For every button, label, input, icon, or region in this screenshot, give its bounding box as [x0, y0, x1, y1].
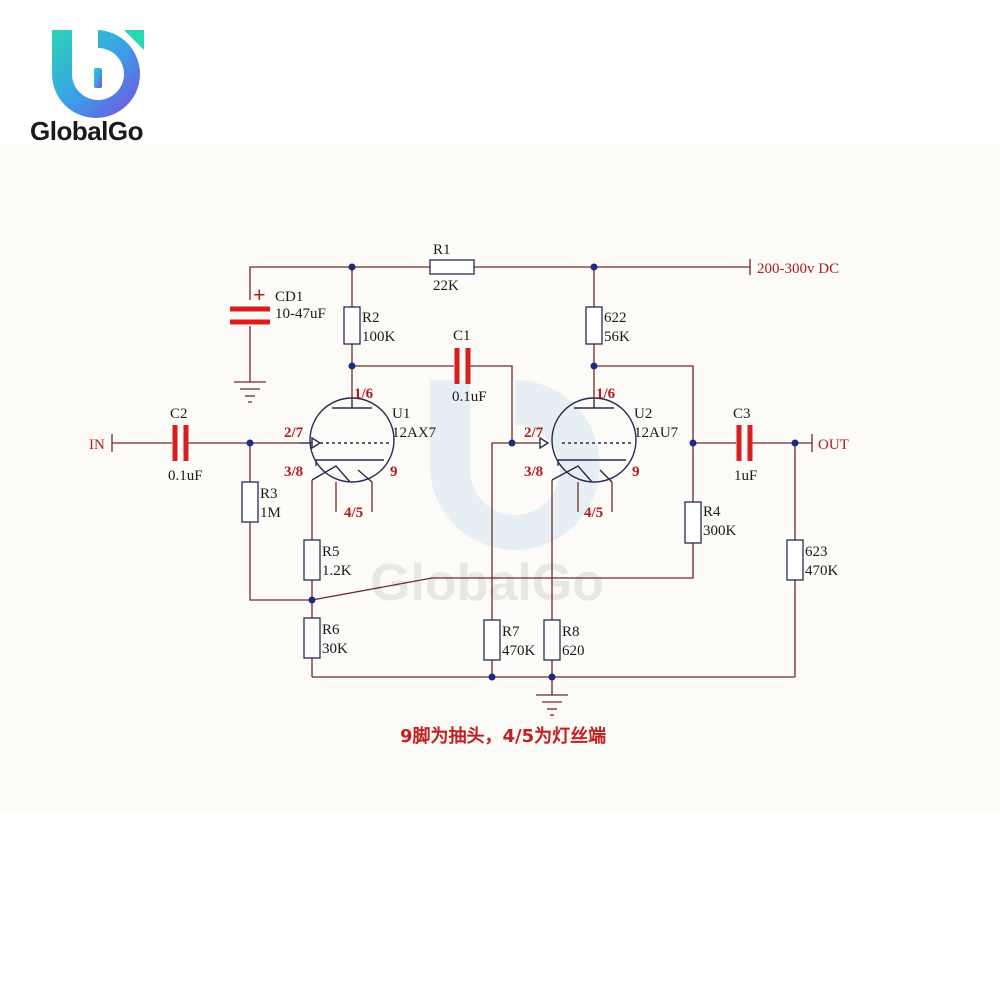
cd1-value: 10-47uF: [275, 306, 326, 322]
resistor-r5: [303, 539, 321, 581]
capacitor-c2: [172, 425, 189, 461]
resistor-r2: [343, 306, 361, 345]
r3-value: 1M: [260, 505, 281, 521]
ground-symbol-main: [536, 694, 568, 716]
capacitor-cd1: [230, 306, 270, 325]
resistor-r6: [303, 617, 321, 659]
r1-name: R1: [433, 242, 451, 258]
r8-value: 620: [562, 643, 585, 659]
capacitor-c3: [736, 425, 753, 461]
c1-value: 0.1uF: [452, 389, 487, 405]
r7-value: 470K: [502, 643, 536, 659]
resistor-623: [786, 539, 804, 581]
r4-name: R4: [703, 504, 721, 520]
r7-name: R7: [502, 624, 520, 640]
r623-value: 470K: [805, 563, 839, 579]
resistor-r4: [684, 501, 702, 544]
u1-pin-plate: 1/6: [354, 386, 374, 402]
c3-name: C3: [733, 406, 751, 422]
u2-type: 12AU7: [634, 425, 679, 441]
tube-u2: [539, 397, 637, 483]
u2-pin-plate: 1/6: [596, 386, 616, 402]
r6-value: 30K: [322, 641, 348, 657]
watermark: GlobalGo: [370, 380, 604, 612]
r2-name: R2: [362, 310, 380, 326]
tube-u1: [300, 397, 395, 483]
cd1-plus: +: [253, 282, 266, 307]
u1-pin-grid: 2/7: [284, 425, 304, 441]
r8-name: R8: [562, 624, 580, 640]
diagram-background: [0, 145, 1000, 810]
u2-pin-tap: 9: [632, 464, 640, 480]
u1-name: U1: [392, 406, 410, 422]
supply-label: 200-300v DC: [757, 261, 839, 277]
r1-value: 22K: [433, 278, 459, 294]
r623-name: 623: [805, 544, 828, 560]
r6-name: R6: [322, 622, 340, 638]
brand-name: GlobalGo: [30, 116, 144, 146]
u1-pin-heater: 4/5: [344, 505, 363, 521]
capacitor-c1: [454, 348, 471, 384]
u2-name: U2: [634, 406, 652, 422]
u1-pin-tap: 9: [390, 464, 398, 480]
c3-value: 1uF: [734, 468, 757, 484]
resistor-r1: [429, 259, 475, 275]
junctions: [246, 263, 799, 681]
u1-pin-cathode: 3/8: [284, 464, 303, 480]
pin-note: 9脚为抽头，4/5为灯丝端: [400, 725, 606, 747]
c2-name: C2: [170, 406, 188, 422]
u2-pin-heater: 4/5: [584, 505, 603, 521]
r622-value: 56K: [604, 329, 630, 345]
r3-name: R3: [260, 486, 278, 502]
resistor-r3: [241, 481, 259, 523]
input-label: IN: [89, 437, 105, 453]
u2-pin-grid: 2/7: [524, 425, 544, 441]
globalgo-logo-icon: [52, 30, 144, 118]
watermark-text: GlobalGo: [370, 554, 604, 612]
c2-value: 0.1uF: [168, 468, 203, 484]
c1-name: C1: [453, 328, 471, 344]
r622-name: 622: [604, 310, 627, 326]
ground-symbol-cd1: [234, 381, 266, 403]
r5-value: 1.2K: [322, 563, 352, 579]
output-label: OUT: [818, 437, 849, 453]
resistor-r8: [543, 619, 561, 661]
wires: [111, 259, 813, 695]
u2-pin-cathode: 3/8: [524, 464, 543, 480]
cd1-name: CD1: [275, 289, 303, 305]
resistor-622: [585, 306, 603, 345]
r4-value: 300K: [703, 523, 737, 539]
r2-value: 100K: [362, 329, 396, 345]
r5-name: R5: [322, 544, 340, 560]
u1-type: 12AX7: [392, 425, 437, 441]
resistor-r7: [483, 619, 501, 661]
